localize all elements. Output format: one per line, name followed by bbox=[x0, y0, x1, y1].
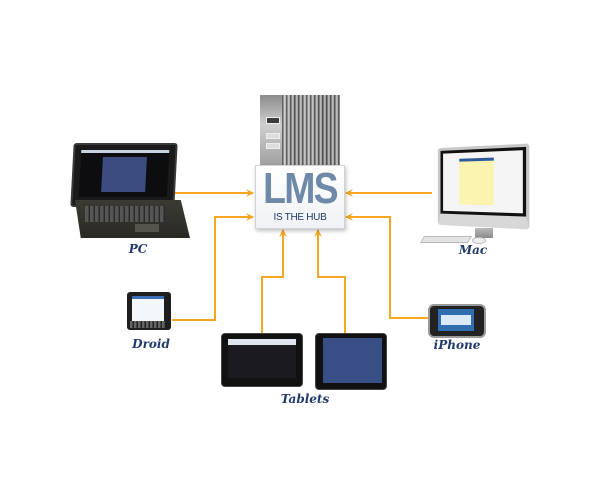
node-label-iphone: iPhone bbox=[433, 338, 481, 352]
node-label-tablets: Tablets bbox=[280, 392, 330, 406]
imac-stand bbox=[475, 228, 493, 238]
lms-hub-node: LMS IS THE HUB bbox=[255, 165, 345, 229]
keyboard-icon bbox=[419, 236, 473, 243]
laptop-keyboard-base bbox=[75, 200, 190, 238]
node-label-mac: Mac bbox=[458, 243, 488, 257]
mouse-icon bbox=[472, 237, 486, 244]
iphone-screen-text bbox=[441, 315, 471, 325]
hub-subtitle: IS THE HUB bbox=[273, 212, 327, 223]
android-phone-icon bbox=[127, 292, 171, 330]
imac-screen-page bbox=[459, 157, 494, 206]
tablet-screen bbox=[323, 338, 382, 383]
iphone-screen bbox=[438, 309, 474, 331]
arrow-iphone-to-hub bbox=[345, 213, 428, 319]
imac-desktop-icon bbox=[437, 143, 530, 230]
iphone-icon bbox=[428, 304, 486, 338]
server-front-panel bbox=[260, 95, 282, 170]
droid-slide-keyboard bbox=[130, 321, 165, 328]
laptop-screen-app bbox=[101, 157, 147, 192]
hub-title: LMS bbox=[263, 164, 339, 213]
laptop-screen bbox=[78, 150, 170, 197]
server-drive-slot bbox=[266, 143, 280, 149]
server-side-vents bbox=[282, 95, 340, 170]
arrow-droid-to-hub bbox=[172, 213, 254, 321]
arrow-tablet1-to-hub bbox=[261, 229, 287, 333]
node-label-pc: PC bbox=[128, 242, 148, 256]
server-drive-slot bbox=[266, 117, 280, 124]
server-tower-icon bbox=[260, 95, 340, 170]
trackpad bbox=[135, 224, 159, 232]
imac-display bbox=[443, 150, 523, 214]
tablet-icon bbox=[315, 333, 387, 390]
laptop-icon bbox=[70, 143, 178, 207]
tablet-screen bbox=[228, 339, 296, 378]
keyboard-keys bbox=[85, 206, 165, 222]
node-label-droid: Droid bbox=[132, 337, 170, 351]
droid-screen bbox=[132, 296, 164, 321]
arrow-tablet2-to-hub bbox=[314, 229, 346, 333]
server-drive-slot bbox=[266, 133, 280, 139]
tablet-icon bbox=[221, 333, 303, 387]
